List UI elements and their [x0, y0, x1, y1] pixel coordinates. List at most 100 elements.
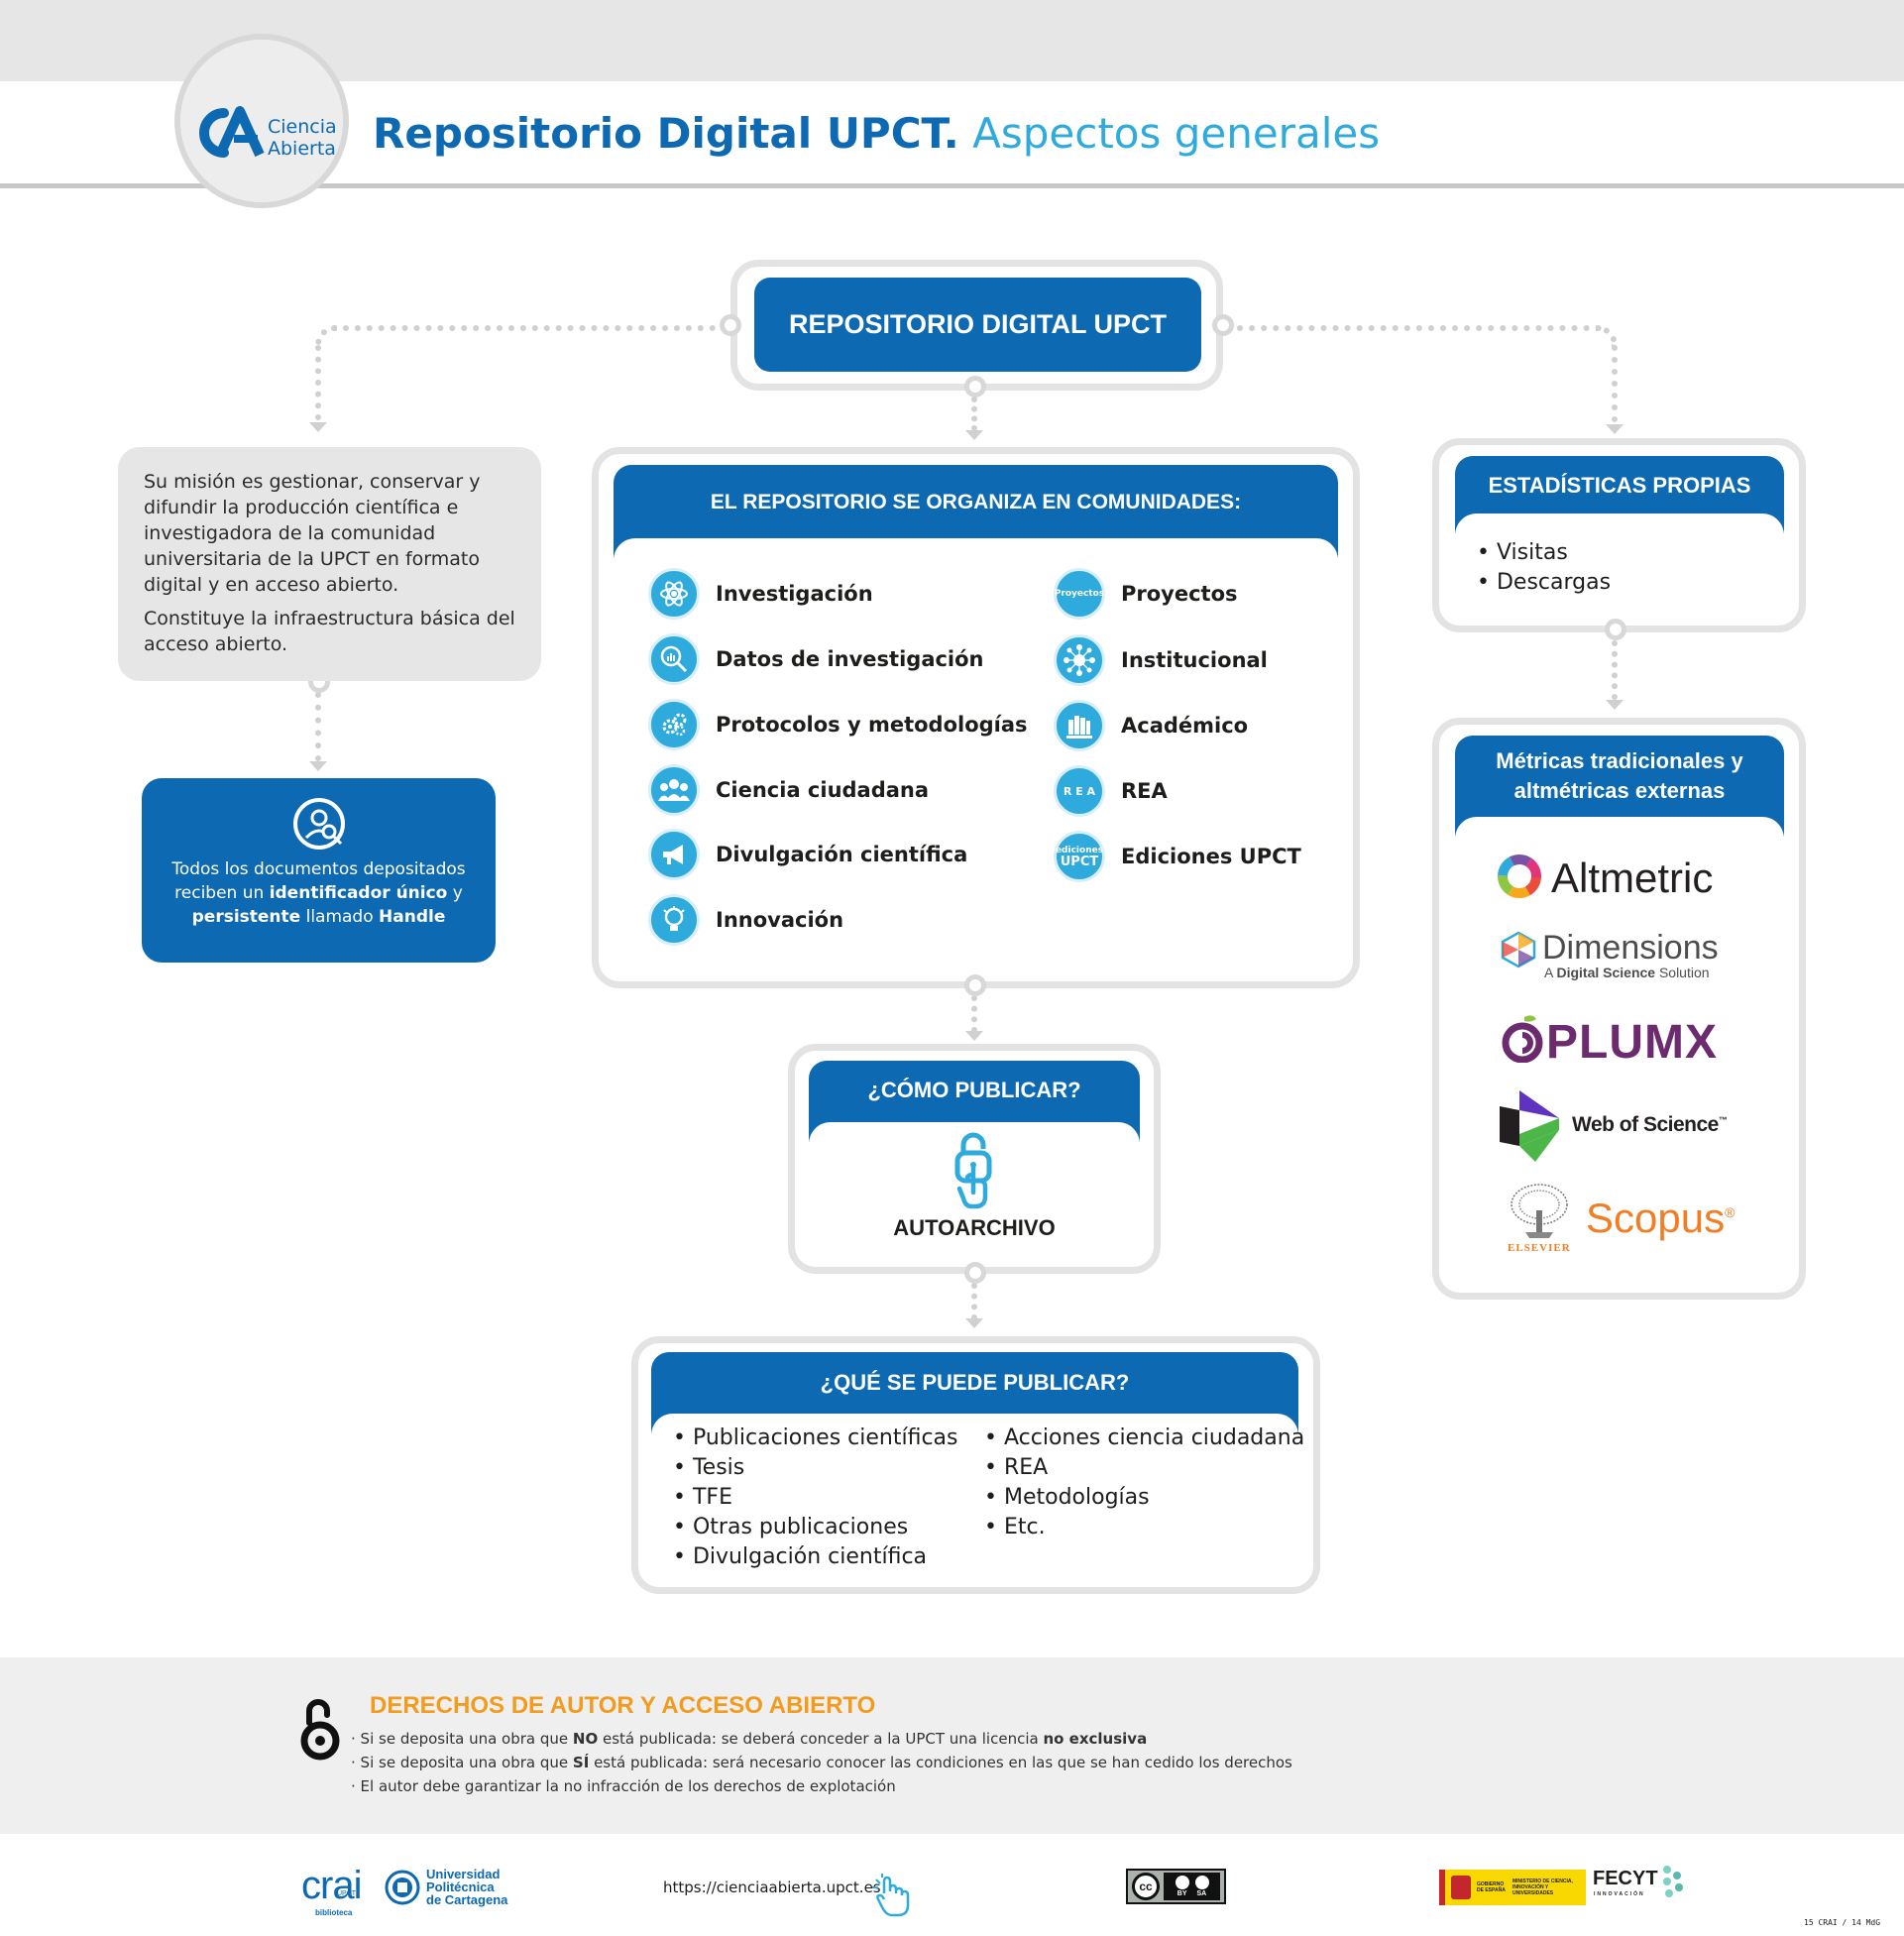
- handle-text-part: llamado: [300, 907, 380, 927]
- gobierno-label: GOBIERNO DE ESPAÑA: [1477, 1881, 1506, 1893]
- stats-list: Visitas Descargas: [1477, 538, 1611, 598]
- connector-publish-what: [971, 1283, 977, 1320]
- altmetric-logo: Altmetric: [1551, 854, 1714, 901]
- list-item: Divulgación científica: [673, 1542, 958, 1572]
- community-academico[interactable]: Académico: [1054, 700, 1248, 751]
- page-title-main: Repositorio Digital UPCT.: [373, 109, 959, 158]
- list-item: Visitas: [1477, 538, 1611, 568]
- site-url-link[interactable]: https://cienciaabierta.upct.es: [663, 1879, 881, 1896]
- rights-text: El autor debe garantizar la no infracció…: [360, 1777, 896, 1795]
- community-innovacion[interactable]: Innovación: [648, 894, 843, 946]
- cc-attributes: BY SA: [1164, 1873, 1220, 1900]
- handle-text-bold: persistente: [191, 907, 301, 927]
- community-institucional[interactable]: Institucional: [1054, 634, 1268, 686]
- what-title: ¿QUÉ SE PUEDE PUBLICAR?: [820, 1370, 1130, 1395]
- connector-knot: [964, 1262, 986, 1284]
- fecyt-hexagon-icon: [1657, 1864, 1687, 1907]
- upct-logo-line: de Cartagena: [426, 1892, 508, 1907]
- community-label: Innovación: [716, 908, 844, 932]
- connector-repo-communities: [971, 397, 977, 431]
- open-access-lock-icon: [297, 1697, 343, 1766]
- community-ciencia-ciudadana[interactable]: Ciencia ciudadana: [648, 764, 929, 816]
- handle-box: Todos los documentos depositados reciben…: [142, 778, 496, 963]
- books-icon: [1054, 700, 1105, 751]
- elsevier-logo: ELSEVIER: [1508, 1242, 1571, 1254]
- altmetric-donut-icon: [1497, 854, 1542, 903]
- crai-logo-sub: UPCT: [337, 1890, 357, 1897]
- logo-text-ciencia: Ciencia: [268, 116, 337, 138]
- stats-title: ESTADÍSTICAS PROPIAS: [1488, 473, 1751, 498]
- community-protocolos[interactable]: Protocolos y metodologías: [648, 699, 1028, 750]
- arrow-to-stats: [1606, 424, 1624, 434]
- community-label: Académico: [1121, 714, 1249, 738]
- proyectos-icon: Proyectos: [1054, 568, 1105, 620]
- rights-text: Si se deposita una obra que: [360, 1730, 573, 1748]
- ministerio-label: MINISTERIO DE CIENCIA, INNOVACIÓN Y UNIV…: [1512, 1879, 1573, 1896]
- mission-infrastructure-text: Constituye la infraestructura básica del…: [144, 608, 515, 655]
- spain-coat-of-arms-icon: [1451, 1876, 1471, 1899]
- rea-icon: R E A: [1054, 765, 1105, 817]
- list-item: Metodologías: [984, 1483, 1304, 1513]
- megaphone-icon: [648, 829, 700, 880]
- list-item: TFE: [673, 1483, 958, 1513]
- sa-icon: [1194, 1876, 1209, 1889]
- list-item: Acciones ciencia ciudadana: [984, 1424, 1304, 1453]
- gears-icon: [648, 699, 700, 750]
- user-search-icon: [292, 798, 345, 850]
- rights-text-bold: no exclusiva: [1043, 1730, 1148, 1748]
- publish-label: AUTOARCHIVO: [893, 1215, 1056, 1240]
- upct-logo-line: Politécnica: [426, 1879, 495, 1894]
- dimensions-tagline-bold: Digital Science: [1556, 965, 1656, 980]
- repo-title-box: REPOSITORIO DIGITAL UPCT: [754, 278, 1201, 372]
- upct-logo-line: Universidad: [426, 1867, 501, 1881]
- web-of-science-icon: [1500, 1090, 1569, 1166]
- rights-text: Si se deposita una obra que: [360, 1754, 573, 1771]
- connector-left-corner: [315, 325, 337, 347]
- connector-right-horizontal: [1225, 325, 1602, 331]
- stats-header: ESTADÍSTICAS PROPIAS: [1455, 456, 1784, 535]
- what-list-right: Acciones ciencia ciudadana REA Metodolog…: [984, 1424, 1304, 1542]
- connector-stats-metrics: [1612, 640, 1618, 700]
- dimensions-logo: Dimensions: [1542, 929, 1719, 967]
- community-label: Datos de investigación: [716, 647, 984, 671]
- connector-left-vertical: [315, 345, 321, 420]
- list-item: Si se deposita una obra que NO está publ…: [351, 1727, 1292, 1751]
- community-ediciones-upct[interactable]: ediciones UPCT Ediciones UPCT: [1054, 831, 1301, 882]
- community-label: REA: [1121, 779, 1168, 803]
- community-divulgacion[interactable]: Divulgación científica: [648, 829, 967, 880]
- crai-logo: crai: [301, 1864, 362, 1907]
- mission-box: Su misión es gestionar, conservar y difu…: [118, 447, 541, 681]
- handle-text-bold: Handle: [379, 907, 446, 927]
- magnifier-chart-icon: [648, 633, 700, 685]
- arrow-to-what: [965, 1318, 983, 1328]
- community-investigacion[interactable]: Investigación: [648, 568, 873, 620]
- list-item: Tesis: [673, 1453, 958, 1483]
- community-rea[interactable]: R E A REA: [1054, 765, 1168, 817]
- connector-knot: [964, 974, 986, 996]
- rights-list: Si se deposita una obra que NO está publ…: [351, 1727, 1292, 1798]
- pointer-hand-icon: [868, 1872, 916, 1923]
- what-header: ¿QUÉ SE PUEDE PUBLICAR?: [651, 1352, 1298, 1435]
- connector-communities-publish: [971, 995, 977, 1033]
- logo-text-abierta: Abierta: [268, 138, 336, 160]
- by-icon: [1175, 1876, 1189, 1889]
- community-label: Ciencia ciudadana: [716, 778, 930, 802]
- ministerio-logo: GOBIERNO DE ESPAÑA MINISTERIO DE CIENCIA…: [1439, 1870, 1586, 1905]
- arrow-to-publish: [965, 1031, 983, 1041]
- web-of-science-logo: Web of Science™: [1572, 1113, 1728, 1137]
- connector-right-vertical: [1612, 345, 1618, 422]
- spain-flag-stripe: [1439, 1870, 1445, 1905]
- communities-title-strong: COMUNIDADES:: [1076, 491, 1242, 513]
- community-datos-investigacion[interactable]: Datos de investigación: [648, 633, 984, 685]
- plumx-logo-text: PLUMX: [1546, 1016, 1718, 1069]
- ediciones-upct-icon: ediciones UPCT: [1054, 831, 1105, 882]
- community-proyectos[interactable]: Proyectos Proyectos: [1054, 568, 1238, 620]
- rights-title: DERECHOS DE AUTOR Y ACCESO ABIERTO: [370, 1692, 876, 1719]
- cc-sa-label: SA: [1196, 1890, 1207, 1897]
- community-label: Ediciones UPCT: [1121, 845, 1301, 868]
- network-icon: [1054, 634, 1105, 686]
- publish-title: ¿CÓMO PUBLICAR?: [867, 1078, 1081, 1102]
- cc-by-label: BY: [1176, 1890, 1187, 1897]
- rights-text-bold: NO: [572, 1730, 599, 1748]
- arrow-to-metrics: [1606, 700, 1624, 710]
